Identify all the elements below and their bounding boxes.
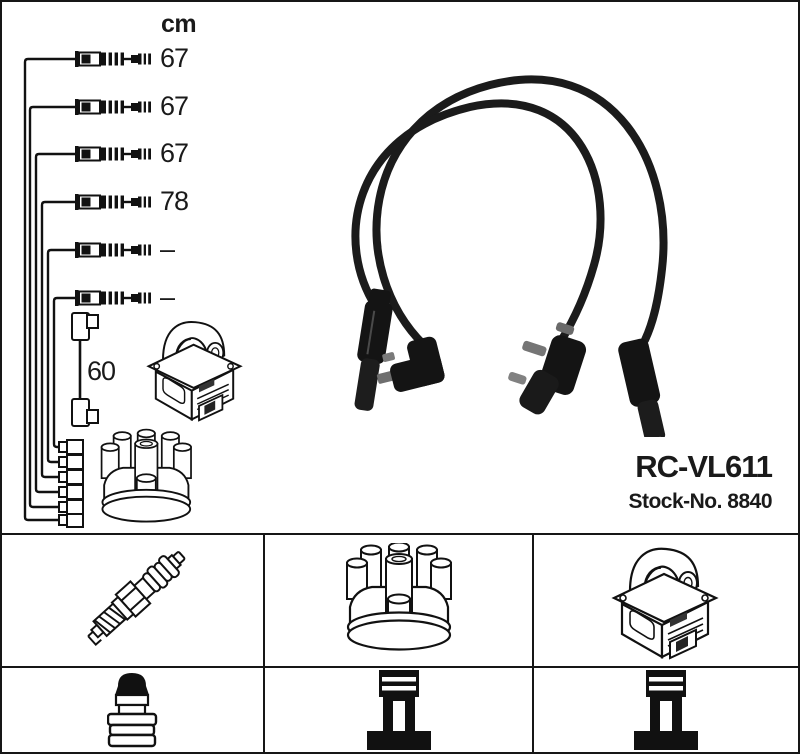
- bracket-lines: [23, 57, 77, 522]
- parts-table: [2, 533, 798, 752]
- coil-terminal-connector-icon: [634, 670, 698, 750]
- cable-rows: [73, 49, 153, 308]
- distributor-terminal-connector-icon: [366, 670, 431, 750]
- cell-distributor-connector: [265, 668, 534, 752]
- unit-label: cm: [161, 10, 197, 38]
- cable-length-4: 78: [160, 186, 189, 216]
- right-boot: [618, 338, 666, 437]
- terminal-cluster: [508, 322, 587, 415]
- stock-number: Stock-No. 8840: [628, 489, 772, 513]
- cable-end-connectors: [58, 439, 84, 528]
- product-code: RC-VL611: [635, 449, 773, 484]
- cell-plug-connector: [2, 668, 265, 752]
- plug-boot-connector-icon: [106, 673, 157, 748]
- cell-distributor-cap: [265, 535, 534, 668]
- elbow-boot: [376, 336, 445, 392]
- cable-length-2: 67: [160, 91, 189, 121]
- cell-coil-connector: [534, 668, 798, 752]
- coil-wire-length: 60: [87, 356, 116, 386]
- ignition-coil-drawing: [147, 320, 242, 422]
- coil-wire: [71, 312, 99, 427]
- product-code-block: RC-VL611 Stock-No. 8840: [628, 449, 773, 513]
- distributor-cap-drawing: [100, 428, 192, 523]
- cable-length-6: –: [160, 282, 175, 312]
- spark-plug-icon: [86, 551, 185, 647]
- cable-length-schematic: [23, 49, 242, 528]
- cables-photo: [351, 75, 668, 437]
- cell-ignition-coil: [534, 535, 798, 668]
- cable-length-5: –: [160, 234, 175, 264]
- distributor-cap-icon: [345, 542, 452, 651]
- ignition-coil-icon: [612, 547, 718, 660]
- cell-spark-plug: [2, 535, 265, 668]
- cable-loops: [351, 75, 668, 349]
- cable-length-1: 67: [160, 43, 189, 73]
- cable-length-3: 67: [160, 138, 189, 168]
- straight-boot: [354, 288, 393, 411]
